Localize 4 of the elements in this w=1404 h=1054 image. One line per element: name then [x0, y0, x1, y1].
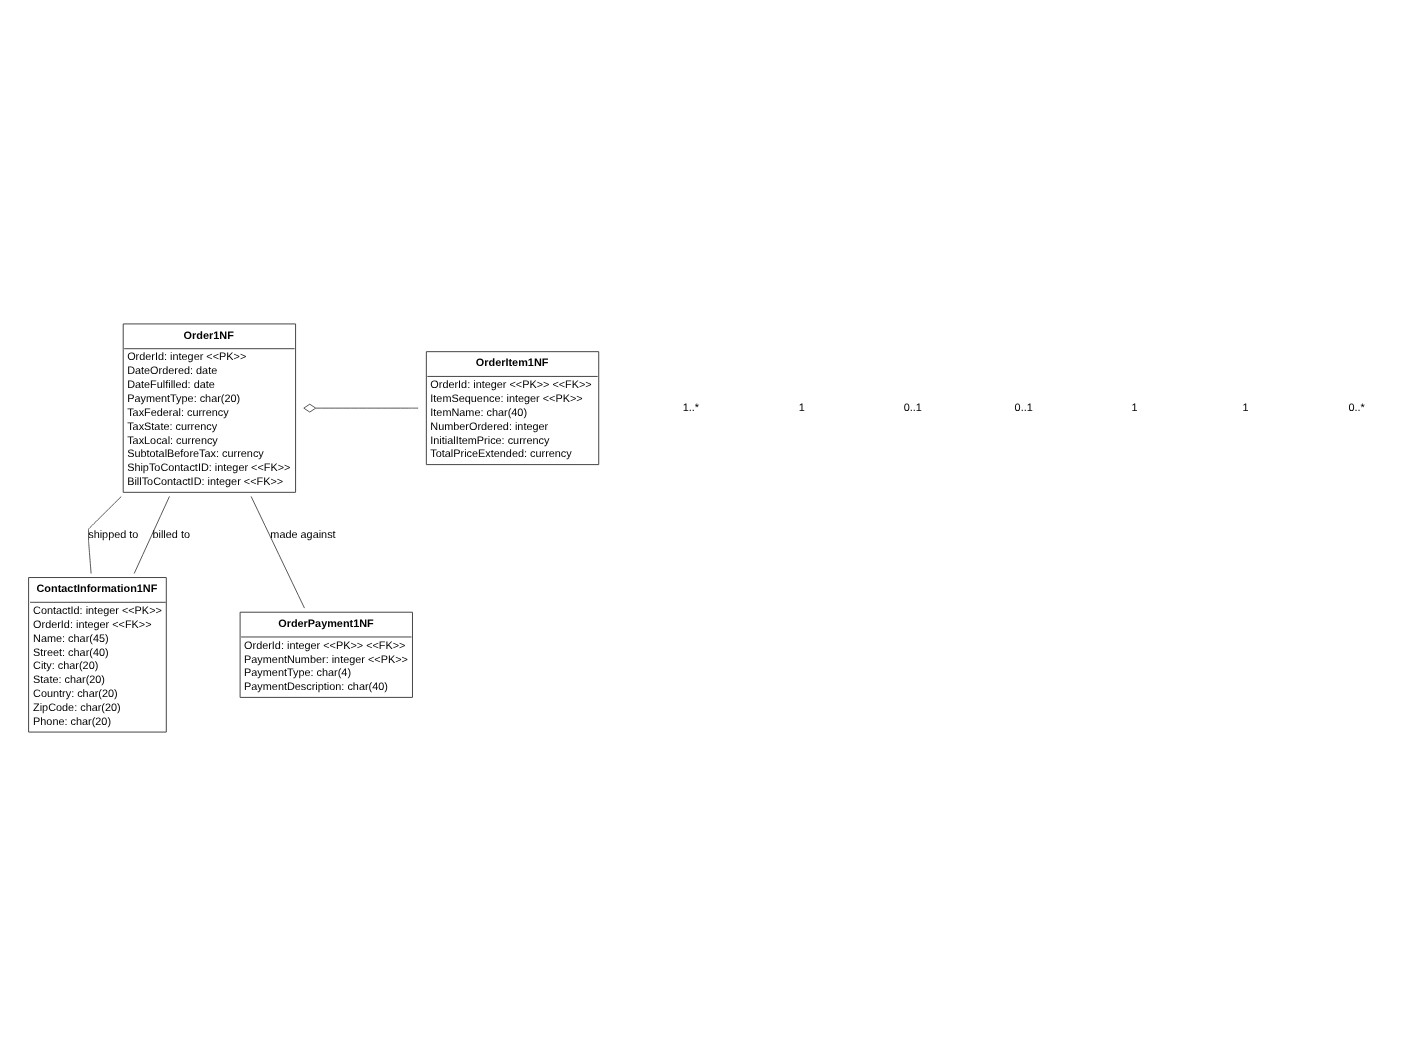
connector — [133, 494, 170, 573]
connector — [303, 402, 419, 412]
connector — [88, 495, 122, 574]
connector — [250, 494, 305, 608]
